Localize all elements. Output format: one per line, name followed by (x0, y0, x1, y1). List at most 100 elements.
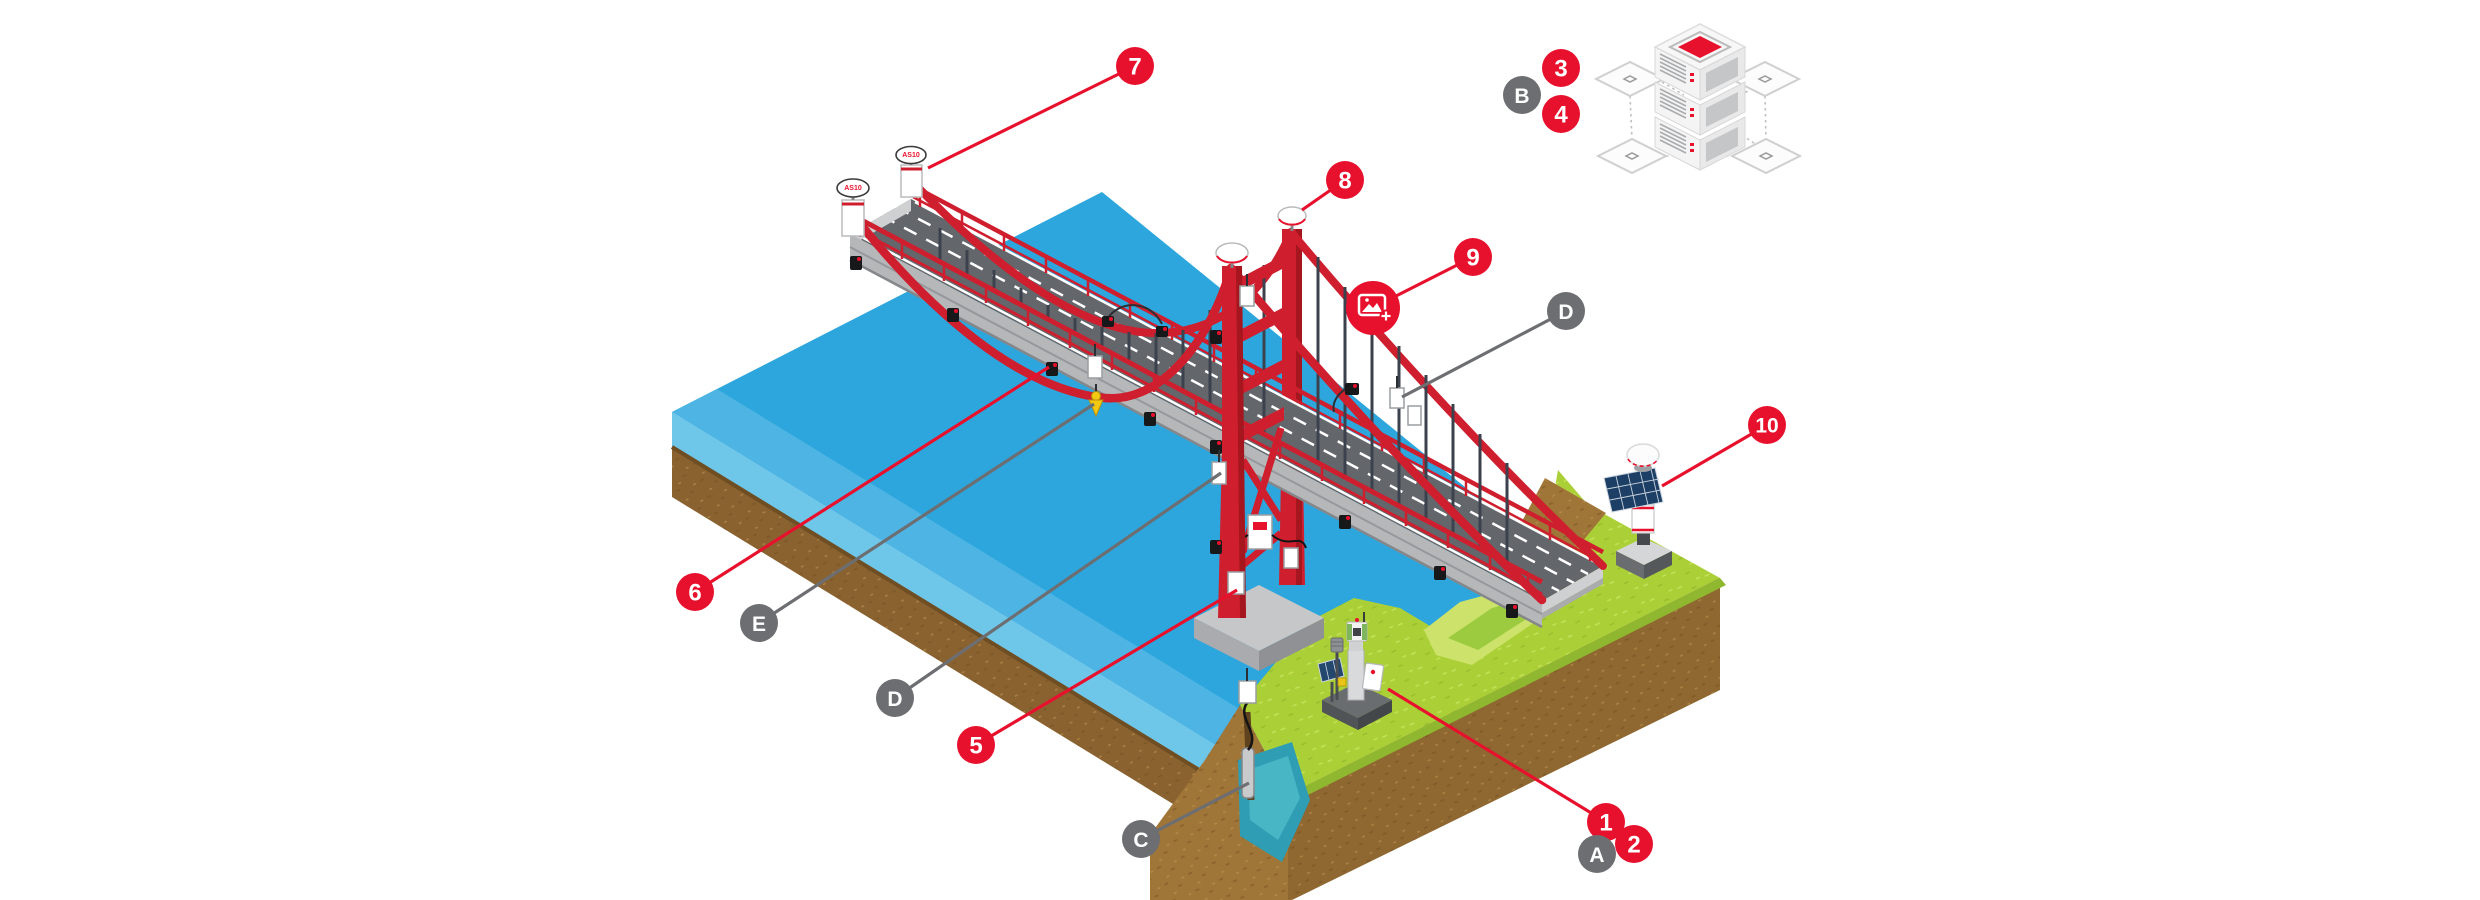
network-node-pads (1593, 60, 1803, 175)
monitoring-prism-icon (1091, 391, 1101, 401)
wireless-node-icon (1283, 547, 1299, 569)
marker-9: 9 (1454, 238, 1492, 276)
marker-6-label: 6 (688, 580, 701, 607)
marker-3: 3 (1542, 49, 1580, 87)
marker-d-left: D (876, 679, 914, 717)
pedestal-face-left (1194, 618, 1259, 671)
leader-5 (975, 588, 1238, 747)
leader-1-2 (1387, 687, 1607, 824)
tower-near-leg-shade (1236, 266, 1246, 618)
network-node-pad-icon (1595, 137, 1669, 175)
marker-a-label: A (1589, 844, 1604, 867)
marker-5: 5 (957, 726, 995, 764)
wireless-node-icon (1227, 571, 1245, 595)
gnss-pedestal-right (1644, 551, 1672, 579)
fascia-chord (849, 246, 1543, 615)
wireless-node-icon (1239, 285, 1255, 307)
marker-d-right: D (1547, 292, 1585, 330)
marker-3-label: 3 (1554, 56, 1567, 83)
marker-10-label: 10 (1755, 415, 1778, 438)
water-nearshore-band (672, 389, 1285, 760)
marker-4: 4 (1542, 95, 1580, 133)
monument-pillar (1347, 649, 1365, 701)
leader-e (758, 402, 1095, 625)
marker-e: E (740, 604, 778, 642)
network-node-pad-icon (1729, 137, 1803, 175)
grass-lip (1288, 578, 1726, 802)
marker-5-label: 5 (969, 733, 982, 760)
server-units (1654, 46, 1746, 171)
shoreline-soil-texture (672, 447, 1240, 845)
groundwater-patch-inner (1248, 756, 1300, 840)
wireless-node-icon (1087, 355, 1103, 379)
gnss-antenna-disc-icon (895, 145, 927, 165)
marker-2: 2 (1615, 825, 1653, 863)
antenna-disc-label: AS10 (902, 152, 920, 159)
cable-accelerometer-icon (1345, 383, 1359, 395)
deck-right-end-face (1542, 566, 1603, 613)
monument-base-left (1322, 700, 1358, 730)
marker-8-label: 8 (1338, 168, 1351, 195)
antenna-disc-label: AS10 (844, 185, 862, 192)
imaging-sensor-icon (1346, 281, 1400, 335)
marker-7-label: 7 (1128, 54, 1141, 81)
leader-6 (694, 365, 1050, 594)
deck-sensors (850, 256, 1518, 618)
marker-c: C (1122, 820, 1160, 858)
gnss-pedestal-left (1616, 551, 1644, 579)
marker-b-label: B (1514, 85, 1529, 108)
gnss-antenna-disc-icon (836, 178, 870, 198)
cabinet-label (1253, 522, 1267, 530)
cabinet-cable-right (1271, 534, 1307, 549)
far-rail-top (911, 184, 1605, 554)
fascia-bottom (849, 258, 1543, 629)
cable-clamp-sensors (1102, 304, 1359, 413)
leader-lines (694, 64, 1768, 841)
tribrach (1349, 641, 1363, 651)
marker-d-right-label: D (1558, 301, 1573, 324)
wireless-node-icon (1238, 680, 1257, 704)
marker-6: 6 (676, 573, 714, 611)
deck-right-end-shadow (1542, 578, 1603, 619)
near-rail-lower (851, 225, 1543, 596)
equipment-cabinet-icon (1247, 514, 1273, 550)
leader-d-right (1401, 309, 1567, 399)
marker-b: B (1503, 76, 1541, 114)
gnss-pedestal-top (1616, 538, 1672, 565)
pedestal-face-right (1259, 618, 1324, 671)
marker-8: 8 (1326, 161, 1364, 199)
water-side-face (672, 412, 1240, 795)
gnss-reference-station (1603, 443, 1672, 579)
monitoring-server-diagram (1593, 23, 1803, 175)
leader-c (1140, 781, 1250, 841)
callout-markers: 7 8 9 D 10 6 E D 5 C 2 1 (676, 47, 1786, 873)
backstay-cable-near (1226, 263, 1547, 605)
leader-10 (1661, 423, 1768, 488)
near-railing (850, 212, 1544, 596)
controller-box (1361, 662, 1385, 692)
marker-7: 7 (1116, 47, 1154, 85)
left-anchor-antennas: AS10 AS10 (836, 145, 927, 237)
piezometer-probe-icon (1241, 747, 1255, 799)
shoreline-edge (670, 445, 1242, 797)
marker-2-label: 2 (1627, 832, 1640, 859)
marker-d-left-label: D (887, 688, 902, 711)
wireless-node-icon (1389, 387, 1405, 409)
near-rail-top (850, 212, 1544, 585)
server-stack-icon (1653, 23, 1747, 171)
marker-4-label: 4 (1554, 102, 1568, 129)
marker-e-label: E (752, 613, 766, 636)
prism-target (1337, 677, 1347, 687)
marker-c-label: C (1133, 829, 1148, 852)
network-node-pad-icon (1728, 60, 1802, 98)
marker-a: A (1578, 835, 1616, 873)
marker-1: 1 (1587, 803, 1625, 841)
robotic-total-station-icon (1346, 612, 1368, 642)
leader-d-left (894, 471, 1222, 700)
solar-panel-icon (1603, 467, 1664, 513)
monument-base-right (1358, 700, 1392, 730)
backstay-cable-far (1287, 228, 1607, 570)
suspension-bridge: AS10 AS10 (836, 145, 1607, 671)
wireless-node-icon (1407, 405, 1422, 426)
